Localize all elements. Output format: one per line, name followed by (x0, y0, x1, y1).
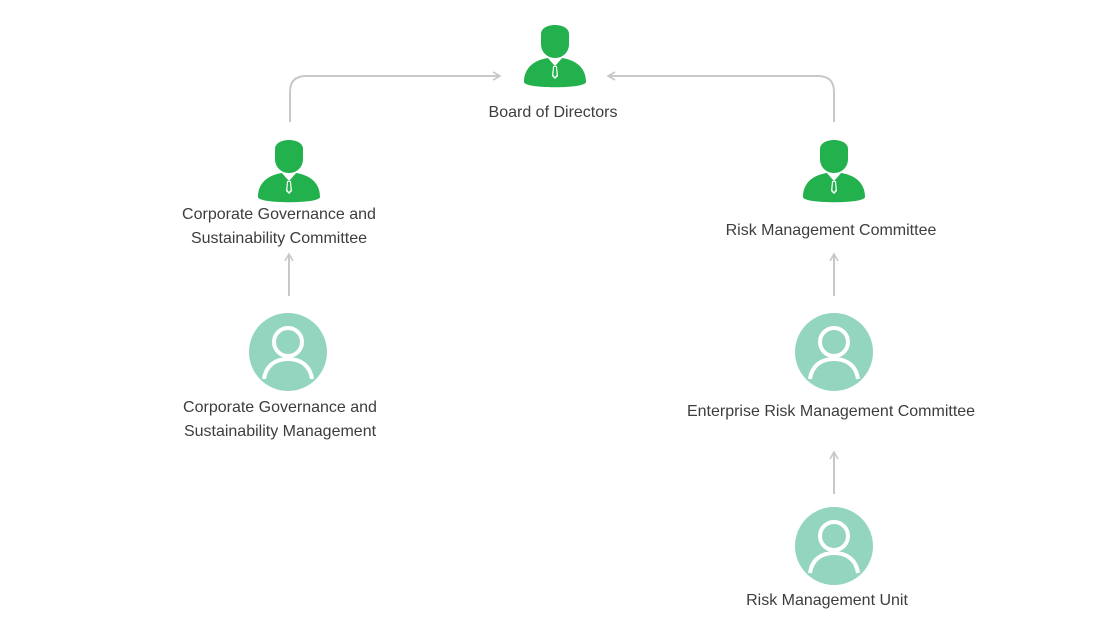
user-circle-icon (793, 505, 875, 587)
user-circle-icon (247, 311, 329, 393)
cg-committee-label: Corporate Governance and Sustainability … (182, 206, 376, 247)
edge-risk-committee-to-board (606, 71, 835, 122)
risk-unit-label: Risk Management Unit (746, 592, 908, 609)
user-circle-icon (793, 311, 875, 393)
cg-management-label: Corporate Governance and Sustainability … (183, 399, 377, 440)
executive-person-icon (524, 25, 586, 88)
executive-person-icon (258, 140, 320, 203)
edge-cg-committee-to-board (289, 71, 502, 122)
erm-committee-label: Enterprise Risk Management Committee (686, 403, 976, 420)
risk-committee-label: Risk Management Committee (725, 222, 937, 239)
board-label: Board of Directors (488, 104, 618, 121)
executive-person-icon (803, 140, 865, 203)
